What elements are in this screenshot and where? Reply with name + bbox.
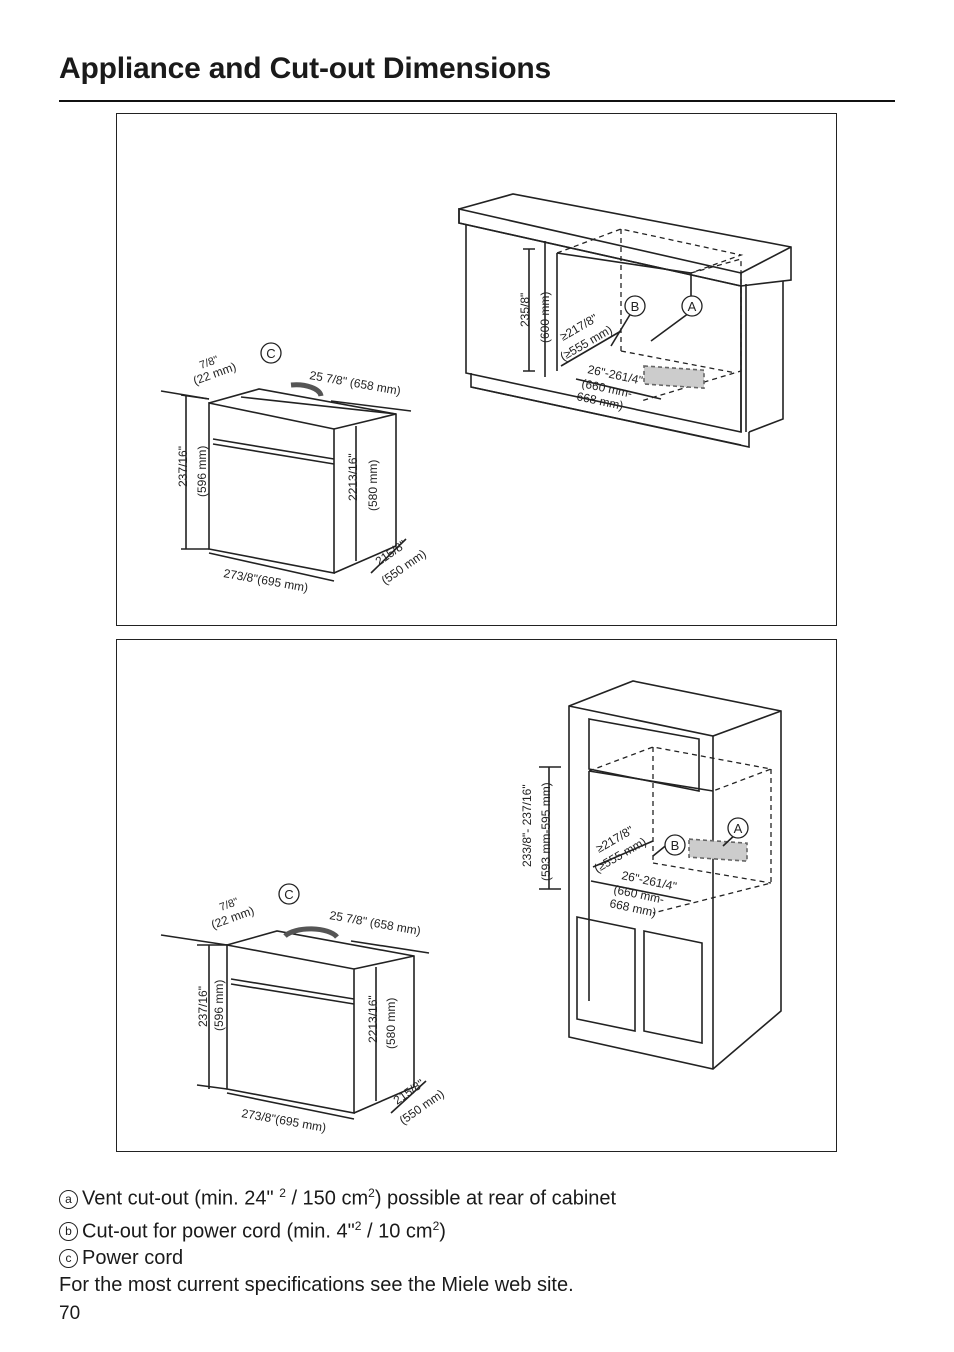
svg-text:B: B (671, 838, 680, 853)
legend-letter-b: b (59, 1222, 78, 1242)
width: 273/8"(695 mm) (222, 566, 309, 595)
label-c-top: C (260, 342, 282, 364)
tall-niche-outline (588, 746, 774, 914)
legend-letter-c: c (59, 1249, 78, 1269)
diagram-tall-cabinet-panel: B A 233/8"- 237/16" (593 mm-595 mm) ≥217… (116, 639, 837, 1152)
legend-note: For the most current specifications see … (59, 1274, 574, 1297)
tall-height-mm: (596 mm) (212, 980, 226, 1031)
title-rule (59, 100, 895, 102)
label-c-bottom: C (278, 883, 300, 905)
inner-h-in: 2213/16" (346, 453, 360, 501)
diagram-undercounter-panel: B A 235/8" (600 mm) ≥217/8" (≥555 mm) 26… (116, 113, 837, 626)
label-a-top: A (681, 295, 703, 317)
lower-door-right (643, 930, 703, 1044)
svg-text:B: B (631, 299, 640, 314)
undercounter-install-diagram: B A 235/8" (600 mm) ≥217/8" (≥555 mm) 26… (160, 193, 792, 595)
height-mm: (596 mm) (195, 446, 209, 497)
tall-cut-height-in: 233/8"- 237/16" (520, 784, 534, 867)
oven-drawing (160, 382, 412, 582)
tall-cut-height-mm: (593 mm-595 mm) (539, 782, 553, 881)
label-b-top: B (624, 295, 646, 317)
vent-cutout-a (643, 365, 705, 390)
page-number: 70 (59, 1303, 81, 1324)
cut-height-in: 235/8" (518, 293, 532, 327)
svg-text:A: A (688, 299, 697, 314)
svg-text:C: C (266, 346, 275, 361)
tall-height-in: 237/16" (196, 986, 210, 1027)
lower-door-left (576, 916, 636, 1032)
oven-drawing-bottom (160, 926, 430, 1120)
cut-height-mm: (600 mm) (538, 292, 552, 343)
label-b-bottom: B (664, 834, 686, 856)
tall-depth-total: 25 7/8" (658 mm) (328, 908, 421, 938)
page-title: Appliance and Cut-out Dimensions (59, 52, 551, 85)
height-in: 237/16" (176, 446, 190, 487)
inner-h-mm: (580 mm) (366, 460, 380, 511)
tall-cabinet-install-diagram: B A 233/8"- 237/16" (593 mm-595 mm) ≥217… (160, 680, 782, 1135)
tall-cabinet-body (568, 680, 782, 1070)
svg-text:A: A (734, 821, 743, 836)
label-a-bottom: A (727, 817, 749, 839)
tall-inner-h-in: 2213/16" (366, 995, 380, 1043)
tall-inner-h-mm: (580 mm) (384, 998, 398, 1049)
legend-letter-a: a (59, 1189, 78, 1209)
vent-cutout-a-tall (688, 838, 748, 863)
svg-text:C: C (284, 887, 293, 902)
